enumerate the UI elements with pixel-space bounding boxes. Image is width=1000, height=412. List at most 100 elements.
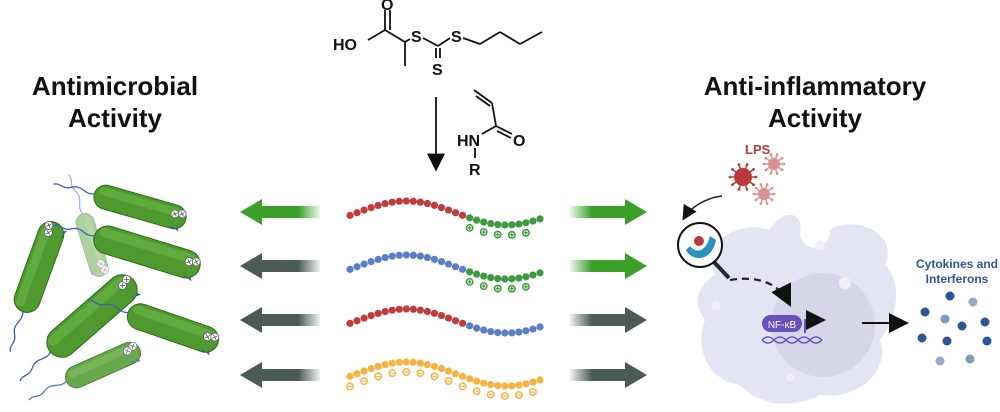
bacterium (53, 224, 201, 282)
signaling-dashed-arrow (729, 277, 791, 307)
spike-tip (765, 183, 769, 186)
arrow-fade (568, 368, 592, 382)
flagellum (53, 224, 95, 237)
monomer-bead (353, 370, 361, 378)
monomer-bead (346, 372, 354, 380)
monomer-bead (346, 211, 354, 219)
bacterium-body (46, 274, 138, 358)
flagellum (87, 299, 129, 314)
monomer-bead (367, 365, 375, 373)
title-line: Activity (68, 103, 162, 133)
monomer-bead (466, 268, 474, 276)
monomer-bead (466, 322, 474, 330)
monomer-bead (402, 305, 410, 313)
bacteria-cluster (9, 173, 220, 401)
spike-tip (780, 168, 784, 172)
monomer-bead (395, 305, 403, 313)
monomer-bead (367, 258, 375, 266)
spike-tip (737, 187, 741, 191)
monomer-bead (458, 319, 467, 327)
pilus-icon (130, 292, 141, 299)
cross-mark (45, 229, 52, 236)
cross-mark (46, 222, 52, 229)
monomer-bead (515, 220, 523, 228)
transcription-arrow-icon (804, 310, 826, 333)
bacterium (28, 341, 141, 401)
arrow-fade (568, 313, 592, 327)
monomer-bead (501, 329, 509, 337)
monomer-bead (374, 309, 382, 318)
cross-mark (130, 343, 136, 349)
spike-tip (775, 153, 779, 156)
flagellum (19, 351, 52, 382)
monomer-bead (360, 367, 368, 375)
monomer-bead (480, 218, 488, 226)
cytokine-particles (917, 291, 992, 366)
vesicle (839, 277, 851, 289)
cross-mark (119, 282, 126, 289)
monomer-bead (487, 380, 495, 389)
arrow-fade (298, 259, 322, 273)
arrow-fade (298, 313, 322, 327)
monomer-bead (473, 270, 481, 278)
monomer-bead (416, 359, 424, 367)
monomer-bead (430, 362, 439, 370)
monomer-bead (416, 252, 424, 260)
monomer-bead (515, 328, 523, 336)
monomer-bead (437, 311, 446, 320)
spike-tip (764, 156, 768, 160)
monomer-bead (388, 359, 396, 367)
monomer-bead (367, 204, 375, 212)
spike-tip (769, 153, 773, 156)
monomer-bead (381, 199, 389, 208)
monomer-bead (458, 211, 467, 219)
right-arrow (570, 253, 647, 279)
monomer-bead (444, 367, 453, 375)
monomer-bead (501, 275, 509, 283)
antimicrobial-title: Antimicrobial Activity (20, 70, 210, 134)
monomer-bead (395, 358, 403, 366)
monomer-bead (381, 360, 389, 369)
title-line: Anti-inflammatory (703, 71, 927, 101)
right-arrow (570, 307, 647, 333)
tlr4-receptor-magnifier (677, 222, 731, 280)
cross-mark (193, 259, 199, 265)
monomer-bead (529, 378, 537, 386)
flagellum (53, 183, 95, 195)
monomer-bead (346, 319, 354, 327)
spike-tip (731, 167, 734, 171)
highlight (68, 345, 133, 378)
spike-tip (754, 198, 758, 202)
monomer-bead (508, 382, 516, 390)
monomer-bead (487, 327, 495, 336)
flagellum (9, 311, 24, 352)
monomer-bead (466, 375, 474, 383)
monomer-bead (437, 364, 446, 373)
spike-tip (762, 162, 766, 166)
monomer-bead (473, 324, 481, 332)
atom-label: R (469, 162, 481, 179)
monomer-bead (430, 255, 439, 263)
atom-label: HN (457, 133, 480, 150)
spike-tip (752, 183, 755, 187)
monomer-bead (437, 257, 446, 266)
macrophage-cell: NF-κB (697, 214, 897, 404)
monomer-bead (494, 220, 502, 229)
monomer-bead (536, 215, 544, 223)
cytokine-dot (940, 314, 950, 324)
monomer-bead (353, 209, 361, 217)
lps-virus-icon (752, 183, 776, 205)
cytokine-dot (920, 307, 930, 317)
lps-particles (728, 153, 786, 205)
monomer-bead (508, 275, 516, 283)
monomer-bead (381, 253, 389, 262)
monomer-bead (367, 312, 375, 320)
monomer-bead (430, 309, 439, 317)
anti-inflammatory-title: Anti-inflammatory Activity (680, 70, 950, 134)
cross-mark (204, 334, 211, 340)
monomer-bead (346, 265, 354, 273)
spike-tip (754, 175, 758, 179)
monomer-bead (409, 251, 417, 259)
lps-virus-icon (728, 163, 758, 191)
